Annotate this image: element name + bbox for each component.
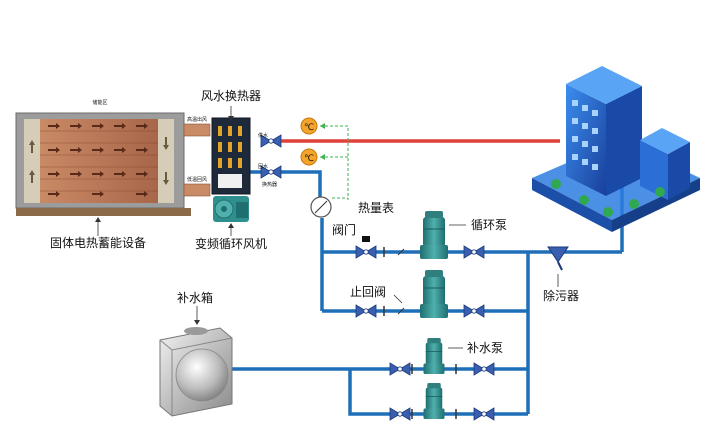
makeup-line-2 <box>348 369 528 416</box>
makeup-pump-row-2 <box>389 382 495 421</box>
valve-icon <box>355 245 377 259</box>
storage-device: 储能区 高温出风 低温回风 <box>15 99 211 236</box>
pump-row-1 <box>355 210 485 260</box>
circulation-pump-label: 循环泵 <box>471 218 507 232</box>
pump-icon <box>423 382 445 420</box>
valve-icon <box>355 304 377 318</box>
valve-label: 阀门 <box>332 222 356 237</box>
valve-icon <box>389 407 411 421</box>
thermometer-icon: ℃ <box>300 148 318 166</box>
tank-icon <box>159 306 233 417</box>
heat-meter-icon <box>310 196 332 218</box>
valve-icon <box>463 304 485 318</box>
strainer-label: 除污器 <box>543 288 579 303</box>
exchanger-tag: 换热器 <box>262 181 277 188</box>
thermometer-icon: ℃ <box>300 117 318 135</box>
makeup-pump-label: 补水泵 <box>467 341 503 355</box>
pump-row-2 <box>355 269 485 319</box>
heat-exchanger-label: 风水换热器 <box>201 89 261 103</box>
check-valve-icon <box>383 306 405 316</box>
heat-exchanger <box>211 106 251 195</box>
temp-symbol-1: ℃ <box>304 123 314 133</box>
check-valve-label: 止回阀 <box>350 285 386 299</box>
valve-icon <box>389 362 411 376</box>
pump-icon <box>419 210 449 260</box>
pump-icon <box>423 337 445 375</box>
air-out-tag: 高温出风 <box>187 116 207 123</box>
makeup-pump-row-1 <box>389 337 495 376</box>
valve-icon <box>473 362 495 376</box>
supply-water-tag: 供水 <box>258 132 268 139</box>
storage-device-label: 固体电热蓄能设备 <box>50 236 146 250</box>
building-icon <box>532 66 700 232</box>
pump-icon <box>419 269 449 319</box>
heat-meter-label: 热量表 <box>358 201 394 215</box>
return-pipe-top <box>250 170 322 198</box>
temp-symbol-2: ℃ <box>304 154 314 164</box>
valve-icon <box>473 407 495 421</box>
fan-label: 变频循环风机 <box>195 236 267 251</box>
fan-icon <box>213 196 249 236</box>
air-in-tag: 低温回风 <box>187 176 207 183</box>
makeup-tank-label: 补水箱 <box>177 290 213 305</box>
check-valve-icon <box>383 247 405 257</box>
storage-top-tag: 储能区 <box>92 99 107 106</box>
return-water-tag: 回水 <box>258 163 268 170</box>
signal-lines <box>320 125 349 200</box>
strainer-icon <box>547 246 569 271</box>
valve-icon <box>463 245 485 259</box>
